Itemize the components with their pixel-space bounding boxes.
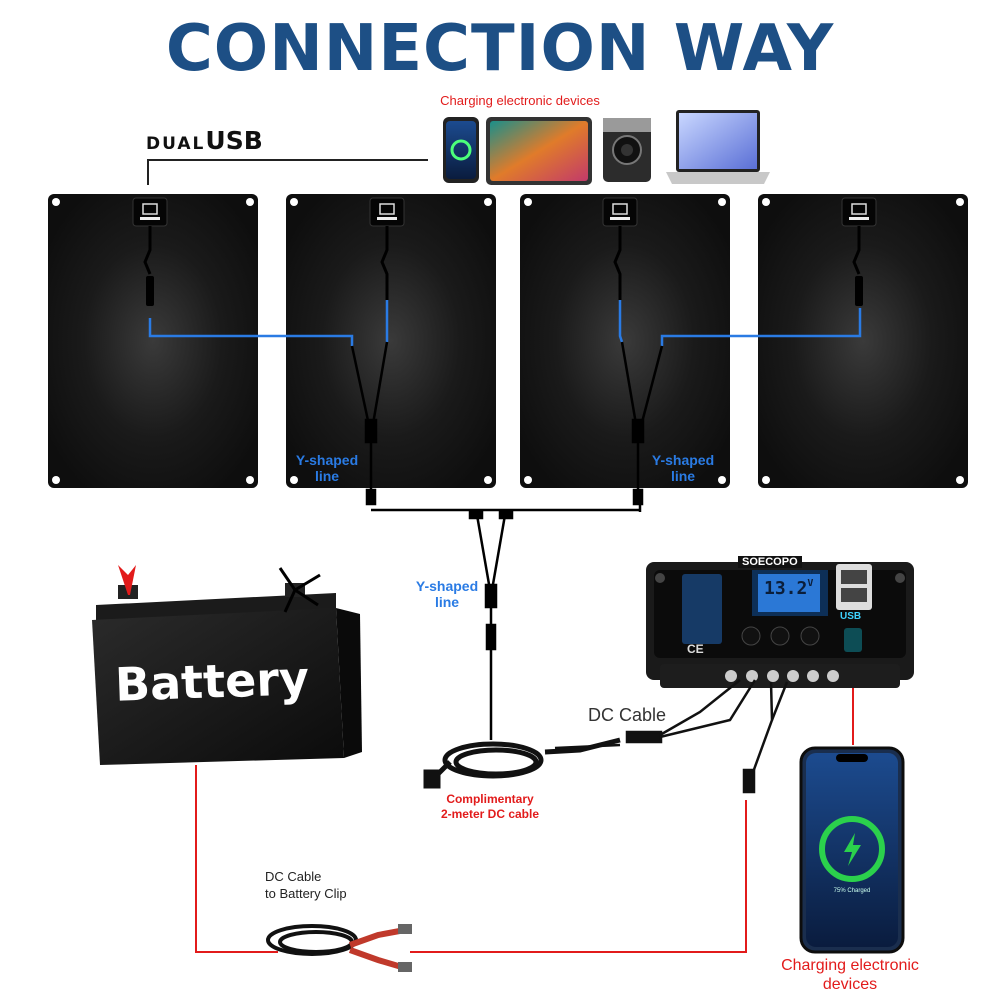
device-tablet-icon [486, 117, 592, 185]
red-wiring [195, 680, 854, 953]
dualusb-prefix: DUAL [146, 134, 206, 154]
solar-panel-1 [48, 194, 258, 488]
charging-devices-line1: Charging electronic [781, 957, 919, 974]
complimentary-label: Complimentary 2-meter DC cable [420, 792, 560, 822]
solar-panel-2 [286, 194, 496, 488]
solar-panel-4 [758, 194, 968, 488]
page-title: CONNECTION WAY [165, 12, 835, 86]
y-cable-right [620, 341, 664, 512]
charging-bolt-icon [844, 833, 861, 866]
dualusb-main: USB [205, 126, 263, 155]
battery-clip-label: DC Cable to Battery Clip [265, 868, 347, 902]
charging-devices-label: Charging electronic devices [760, 956, 940, 994]
y-shaped-right-line2: line [670, 468, 696, 484]
controller-cables [625, 679, 789, 794]
y-shaped-center-line1: Y-shaped [415, 578, 479, 594]
dc-cable-label: DC Cable [588, 705, 667, 725]
dualusb-connector-line [147, 159, 428, 185]
device-laptop-icon [666, 110, 770, 184]
y-shaped-left-line2: line [314, 468, 340, 484]
controller-usb-label: USB [840, 611, 862, 622]
y-cable-left [350, 341, 640, 512]
battery-label: Battery [114, 651, 310, 712]
complimentary-line2: 2-meter DC cable [440, 807, 540, 821]
y-shaped-right-line1: Y-shaped [651, 452, 715, 468]
controller-ce-mark: CE [687, 642, 704, 656]
device-camera-icon [603, 118, 651, 182]
y-shaped-label-center: Y-shaped line [402, 578, 492, 610]
dc-cable-coil [423, 737, 621, 789]
y-shaped-label-right: Y-shaped line [638, 452, 728, 484]
solar-charge-controller [646, 562, 914, 688]
y-shaped-left-line1: Y-shaped [295, 452, 359, 468]
phone-charge-text: 75% Charged [833, 888, 871, 894]
dc-cable-link [554, 743, 621, 750]
red-battery-clip-icon [118, 565, 136, 595]
blue-connection-lines [148, 300, 862, 346]
battery-clip-line1: DC Cable [265, 869, 322, 884]
controller-voltage-value: 13.2 [764, 578, 808, 599]
battery-clip-cable [266, 924, 412, 972]
y-shaped-label-left: Y-shaped line [282, 452, 372, 484]
complimentary-line1: Complimentary [446, 792, 534, 806]
y-cable-center [468, 510, 514, 740]
controller-voltage-unit: V [807, 578, 814, 589]
controller-brand: SOECOPO [738, 556, 802, 568]
y-shaped-center-line2: line [434, 594, 460, 610]
black-battery-clip-icon [278, 567, 321, 613]
device-phone-icon [443, 117, 479, 183]
solar-panel-3 [520, 194, 730, 488]
battery [92, 583, 362, 765]
dualusb-label: DUALUSB [146, 126, 263, 155]
battery-clip-line2: to Battery Clip [265, 886, 347, 901]
devices-label: Charging electronic devices [440, 93, 600, 108]
controller-voltage: 13.2V [764, 578, 813, 599]
charging-devices-line2: devices [822, 976, 878, 993]
